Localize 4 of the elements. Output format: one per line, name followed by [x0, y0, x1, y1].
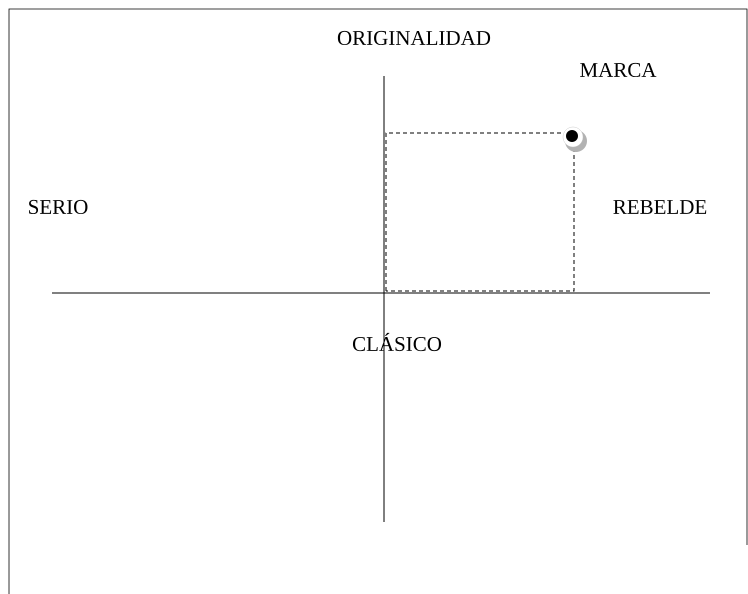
axis-label: SERIO	[29, 200, 88, 214]
axis-label: REBELDE	[613, 200, 706, 214]
axis-label: ORIGINALIDAD	[338, 30, 490, 46]
axis-label: MARCA	[580, 62, 656, 78]
